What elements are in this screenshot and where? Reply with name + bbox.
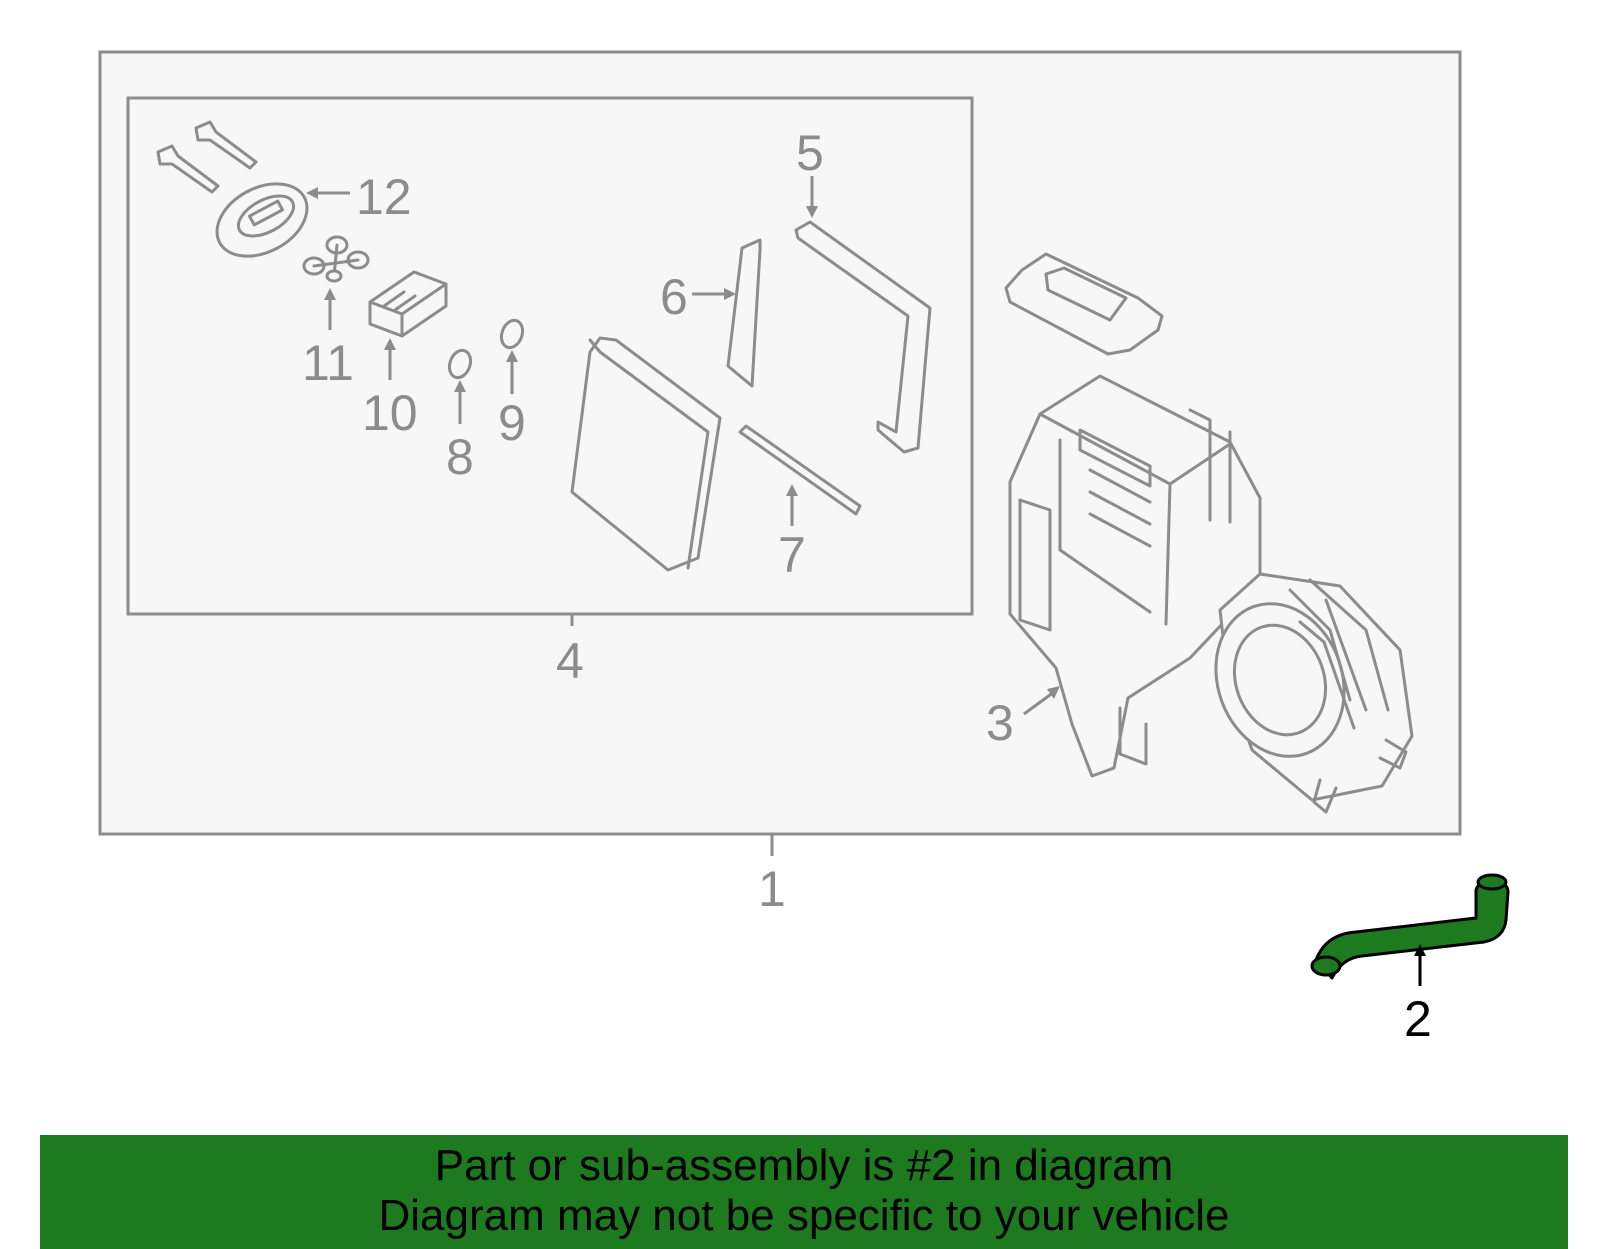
part-10-sensor xyxy=(368,270,448,338)
banner-line-2: Diagram may not be specific to your vehi… xyxy=(378,1191,1230,1240)
part-8-o-ring xyxy=(447,348,473,380)
callout-2: 2 xyxy=(1404,991,1432,1047)
part-7-seal xyxy=(738,424,862,516)
part-5-frame-seal xyxy=(794,220,932,454)
callout-6: 6 xyxy=(660,269,688,325)
info-banner: Part or sub-assembly is #2 in diagram Di… xyxy=(40,1135,1568,1249)
part-11-clips xyxy=(302,235,370,283)
part-6-seal xyxy=(726,238,762,388)
callout-8: 8 xyxy=(446,429,474,485)
part-3-hvac-housing xyxy=(1008,374,1414,814)
callout-3: 3 xyxy=(986,695,1014,751)
part-4-evaporator-core xyxy=(570,336,722,572)
callout-1: 1 xyxy=(758,861,786,917)
callout-10: 10 xyxy=(362,385,418,441)
banner-line-1: Part or sub-assembly is #2 in diagram xyxy=(434,1141,1174,1190)
part-9-o-ring xyxy=(499,318,525,350)
callout-12: 12 xyxy=(356,169,412,225)
callout-5: 5 xyxy=(796,125,824,181)
callout-4: 4 xyxy=(556,633,584,689)
part-12-screws-grommet xyxy=(156,120,309,258)
housing-gasket xyxy=(1004,252,1164,356)
part-2-drain-hose xyxy=(1310,873,1510,980)
callout-11: 11 xyxy=(302,335,354,391)
assembly-box-inner xyxy=(126,96,974,616)
callout-7: 7 xyxy=(778,527,806,583)
callout-9: 9 xyxy=(498,395,526,451)
